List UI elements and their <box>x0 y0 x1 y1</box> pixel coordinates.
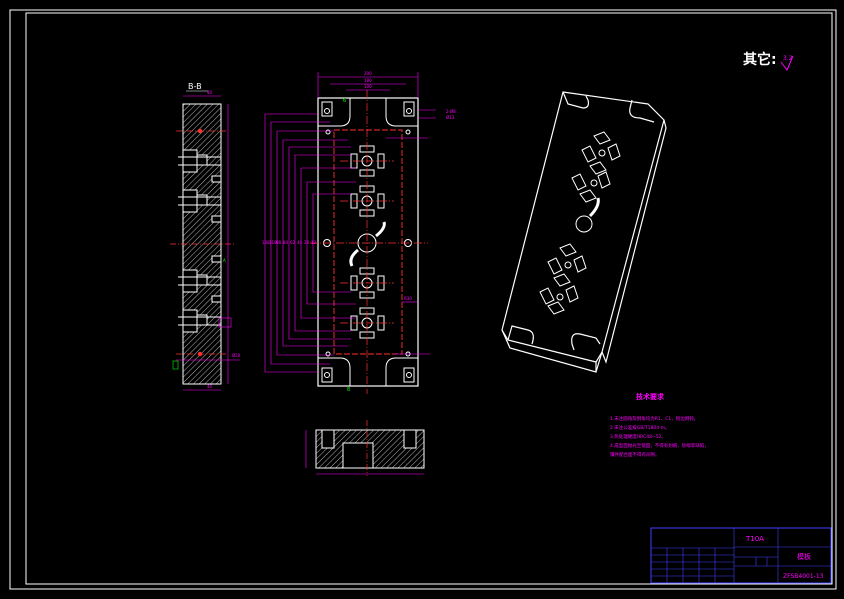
svg-text:118: 118 <box>269 240 277 245</box>
title-block: T10A 模板 ZFSB4001-13 <box>650 527 832 584</box>
tech-requirement-4: 4.成型面抛光至镜面，不得有划痕、砂眼等缺陷， <box>610 442 709 449</box>
roughness-symbol-icon <box>780 55 794 71</box>
svg-text:28: 28 <box>304 240 310 245</box>
svg-text:180: 180 <box>364 78 372 83</box>
svg-text:44: 44 <box>297 240 303 245</box>
tech-requirement-5: 镶件配合面不得有间隙。 <box>610 451 660 458</box>
svg-text:Ø20: Ø20 <box>232 353 241 358</box>
svg-text:40: 40 <box>207 90 213 95</box>
svg-text:2-Ø8: 2-Ø8 <box>446 109 456 114</box>
svg-text:Ø13: Ø13 <box>446 115 455 120</box>
tech-requirements: 技术要求 1.未注圆角及倒角均为R1、C1，锐边倒钝。 2.未注公差按GB/T1… <box>610 392 709 458</box>
title-drawing-no: ZFSB4001-13 <box>783 573 824 580</box>
svg-text:98: 98 <box>276 240 282 245</box>
isometric-view <box>501 91 667 373</box>
svg-text:8: 8 <box>347 387 350 393</box>
tech-requirement-1: 1.未注圆角及倒角均为R1、C1，锐边倒钝。 <box>610 415 698 422</box>
section-view-bb: B-B <box>170 82 241 391</box>
svg-text:A: A <box>223 258 226 263</box>
surface-finish-label: 其它: <box>743 51 777 68</box>
svg-text:62: 62 <box>290 240 296 245</box>
svg-text:6: 6 <box>343 98 346 104</box>
tech-requirements-title: 技术要求 <box>636 392 665 401</box>
svg-text:3.2: 3.2 <box>783 55 793 62</box>
surface-finish-note: 其它: 3.2 <box>743 51 794 71</box>
svg-text:200: 200 <box>364 71 372 76</box>
svg-text:84: 84 <box>283 240 289 245</box>
svg-text:100: 100 <box>364 84 372 89</box>
svg-text:40: 40 <box>207 384 213 389</box>
title-part-name: 模板 <box>797 552 811 561</box>
tech-requirement-3: 3.热处理硬度HRC48~52。 <box>610 433 666 440</box>
svg-text:R30: R30 <box>404 296 412 301</box>
title-material: T10A <box>745 535 764 543</box>
section-label: B-B <box>188 82 202 91</box>
tech-requirement-2: 2.未注公差按GB/T1804-m。 <box>610 424 670 431</box>
svg-text:12: 12 <box>311 240 317 245</box>
drawing-border <box>9 9 837 590</box>
svg-text:138: 138 <box>262 240 270 245</box>
bottom-view <box>305 420 425 476</box>
